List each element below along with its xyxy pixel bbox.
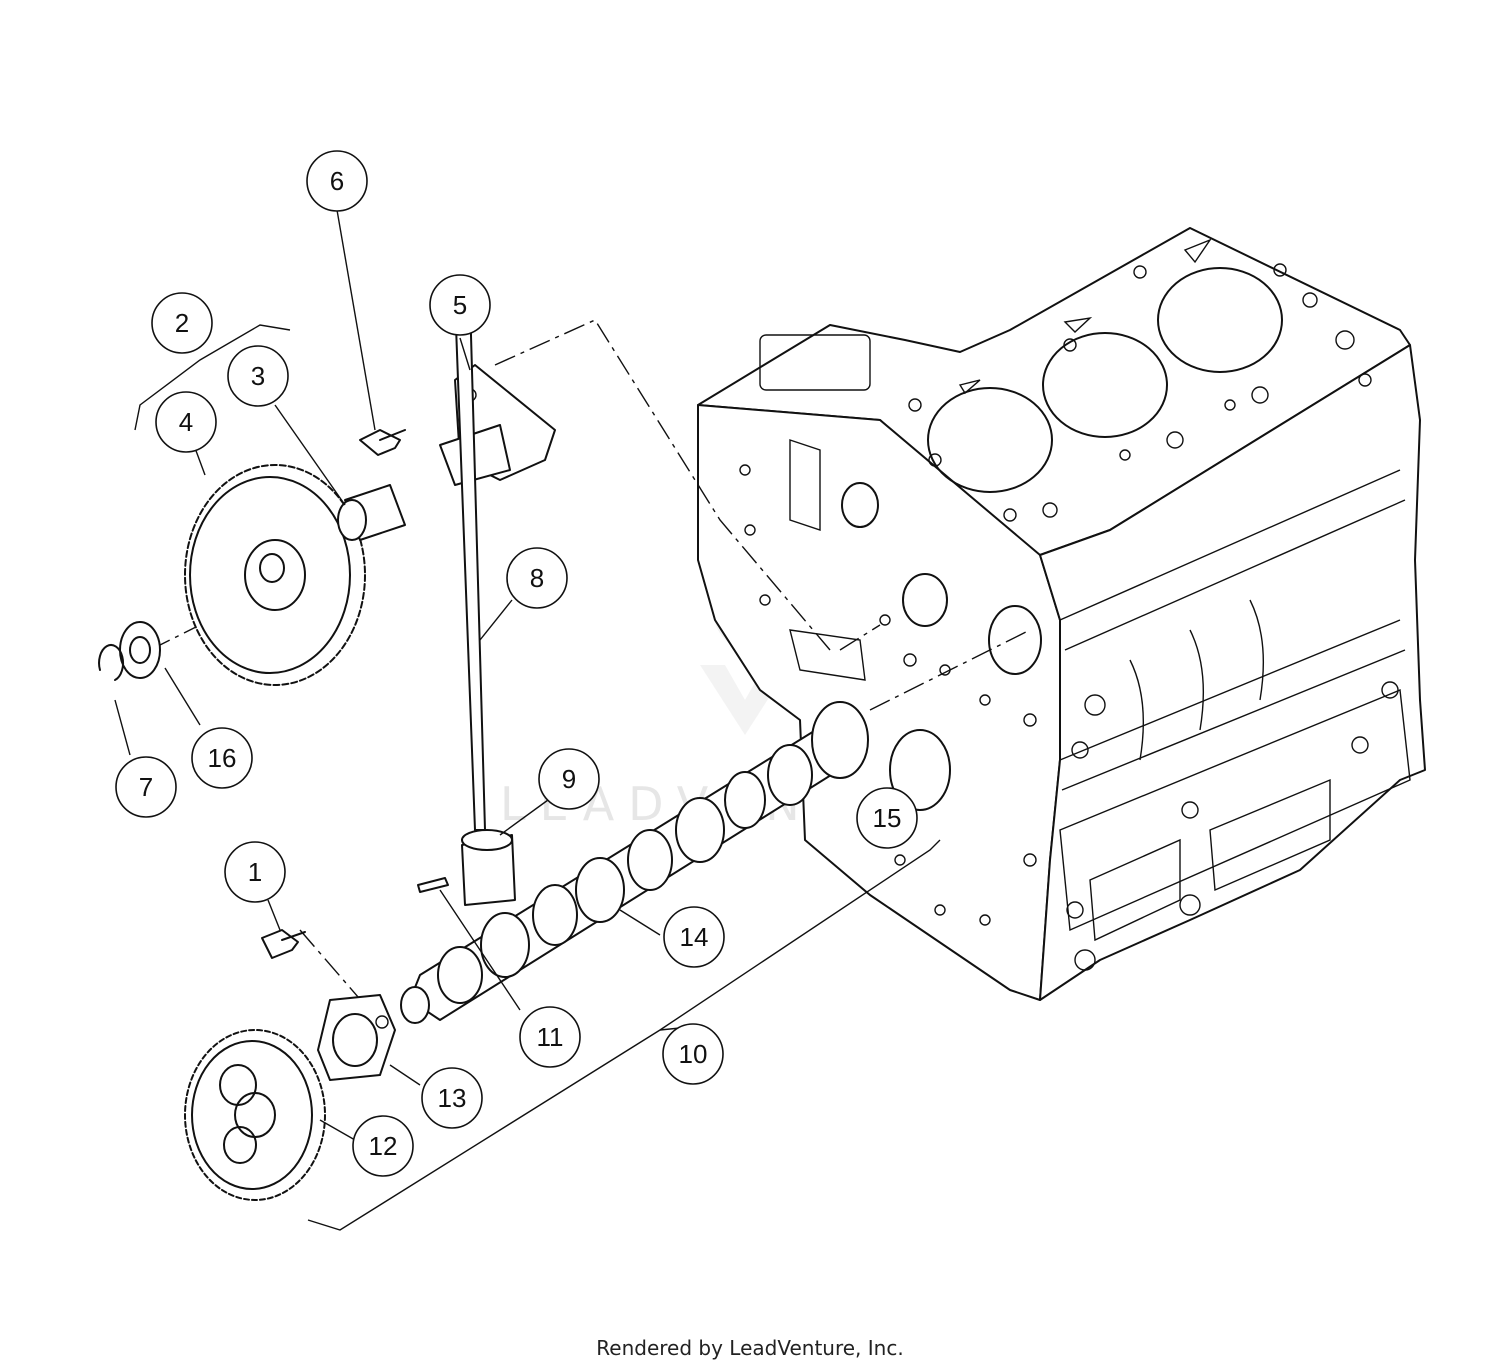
callout-8: 8: [506, 547, 568, 609]
bolt-1: [261, 929, 306, 959]
callout-4: 4: [155, 391, 217, 453]
callout-2: 2: [151, 292, 213, 354]
svg-text:8: 8: [530, 563, 544, 593]
callout-7: 7: [115, 756, 177, 818]
callout-14: 14: [663, 906, 725, 968]
feather-key: [417, 877, 449, 893]
idler-gear: [184, 464, 366, 686]
leader-lines: [114, 209, 681, 1141]
callout-6: 6: [306, 150, 368, 212]
callout-3: 3: [227, 345, 289, 407]
callout-12: 12: [352, 1115, 414, 1177]
camshaft: [400, 701, 869, 1024]
svg-text:14: 14: [680, 922, 709, 952]
snap-ring: [98, 644, 125, 681]
svg-text:9: 9: [562, 764, 576, 794]
callout-9: 9: [538, 748, 600, 810]
camshaft-stopper: [317, 994, 396, 1081]
bolt-6: [359, 429, 406, 456]
svg-text:12: 12: [369, 1131, 398, 1161]
svg-text:13: 13: [438, 1083, 467, 1113]
svg-text:4: 4: [179, 407, 193, 437]
footer-credit: Rendered by LeadVenture, Inc.: [596, 1336, 904, 1360]
svg-text:2: 2: [175, 308, 189, 338]
svg-text:3: 3: [251, 361, 265, 391]
svg-text:5: 5: [453, 290, 467, 320]
bushing: [337, 484, 406, 541]
callout-16: 16: [191, 727, 253, 789]
bracket-2: [134, 324, 291, 431]
callout-15: 15: [856, 787, 918, 849]
svg-text:15: 15: [873, 803, 902, 833]
svg-text:11: 11: [537, 1022, 564, 1052]
callout-11: 11: [519, 1006, 581, 1068]
callout-10: 10: [662, 1023, 724, 1085]
svg-text:10: 10: [679, 1039, 708, 1069]
callout-5: 5: [429, 274, 491, 336]
svg-text:16: 16: [208, 743, 237, 773]
tappet: [461, 829, 516, 906]
svg-text:1: 1: [248, 857, 262, 887]
collar: [119, 621, 161, 679]
svg-text:7: 7: [139, 772, 153, 802]
callout-13: 13: [421, 1067, 483, 1129]
cam-gear: [184, 1029, 326, 1201]
svg-text:6: 6: [330, 166, 344, 196]
callout-1: 1: [224, 841, 286, 903]
engine-block: [697, 227, 1426, 1001]
